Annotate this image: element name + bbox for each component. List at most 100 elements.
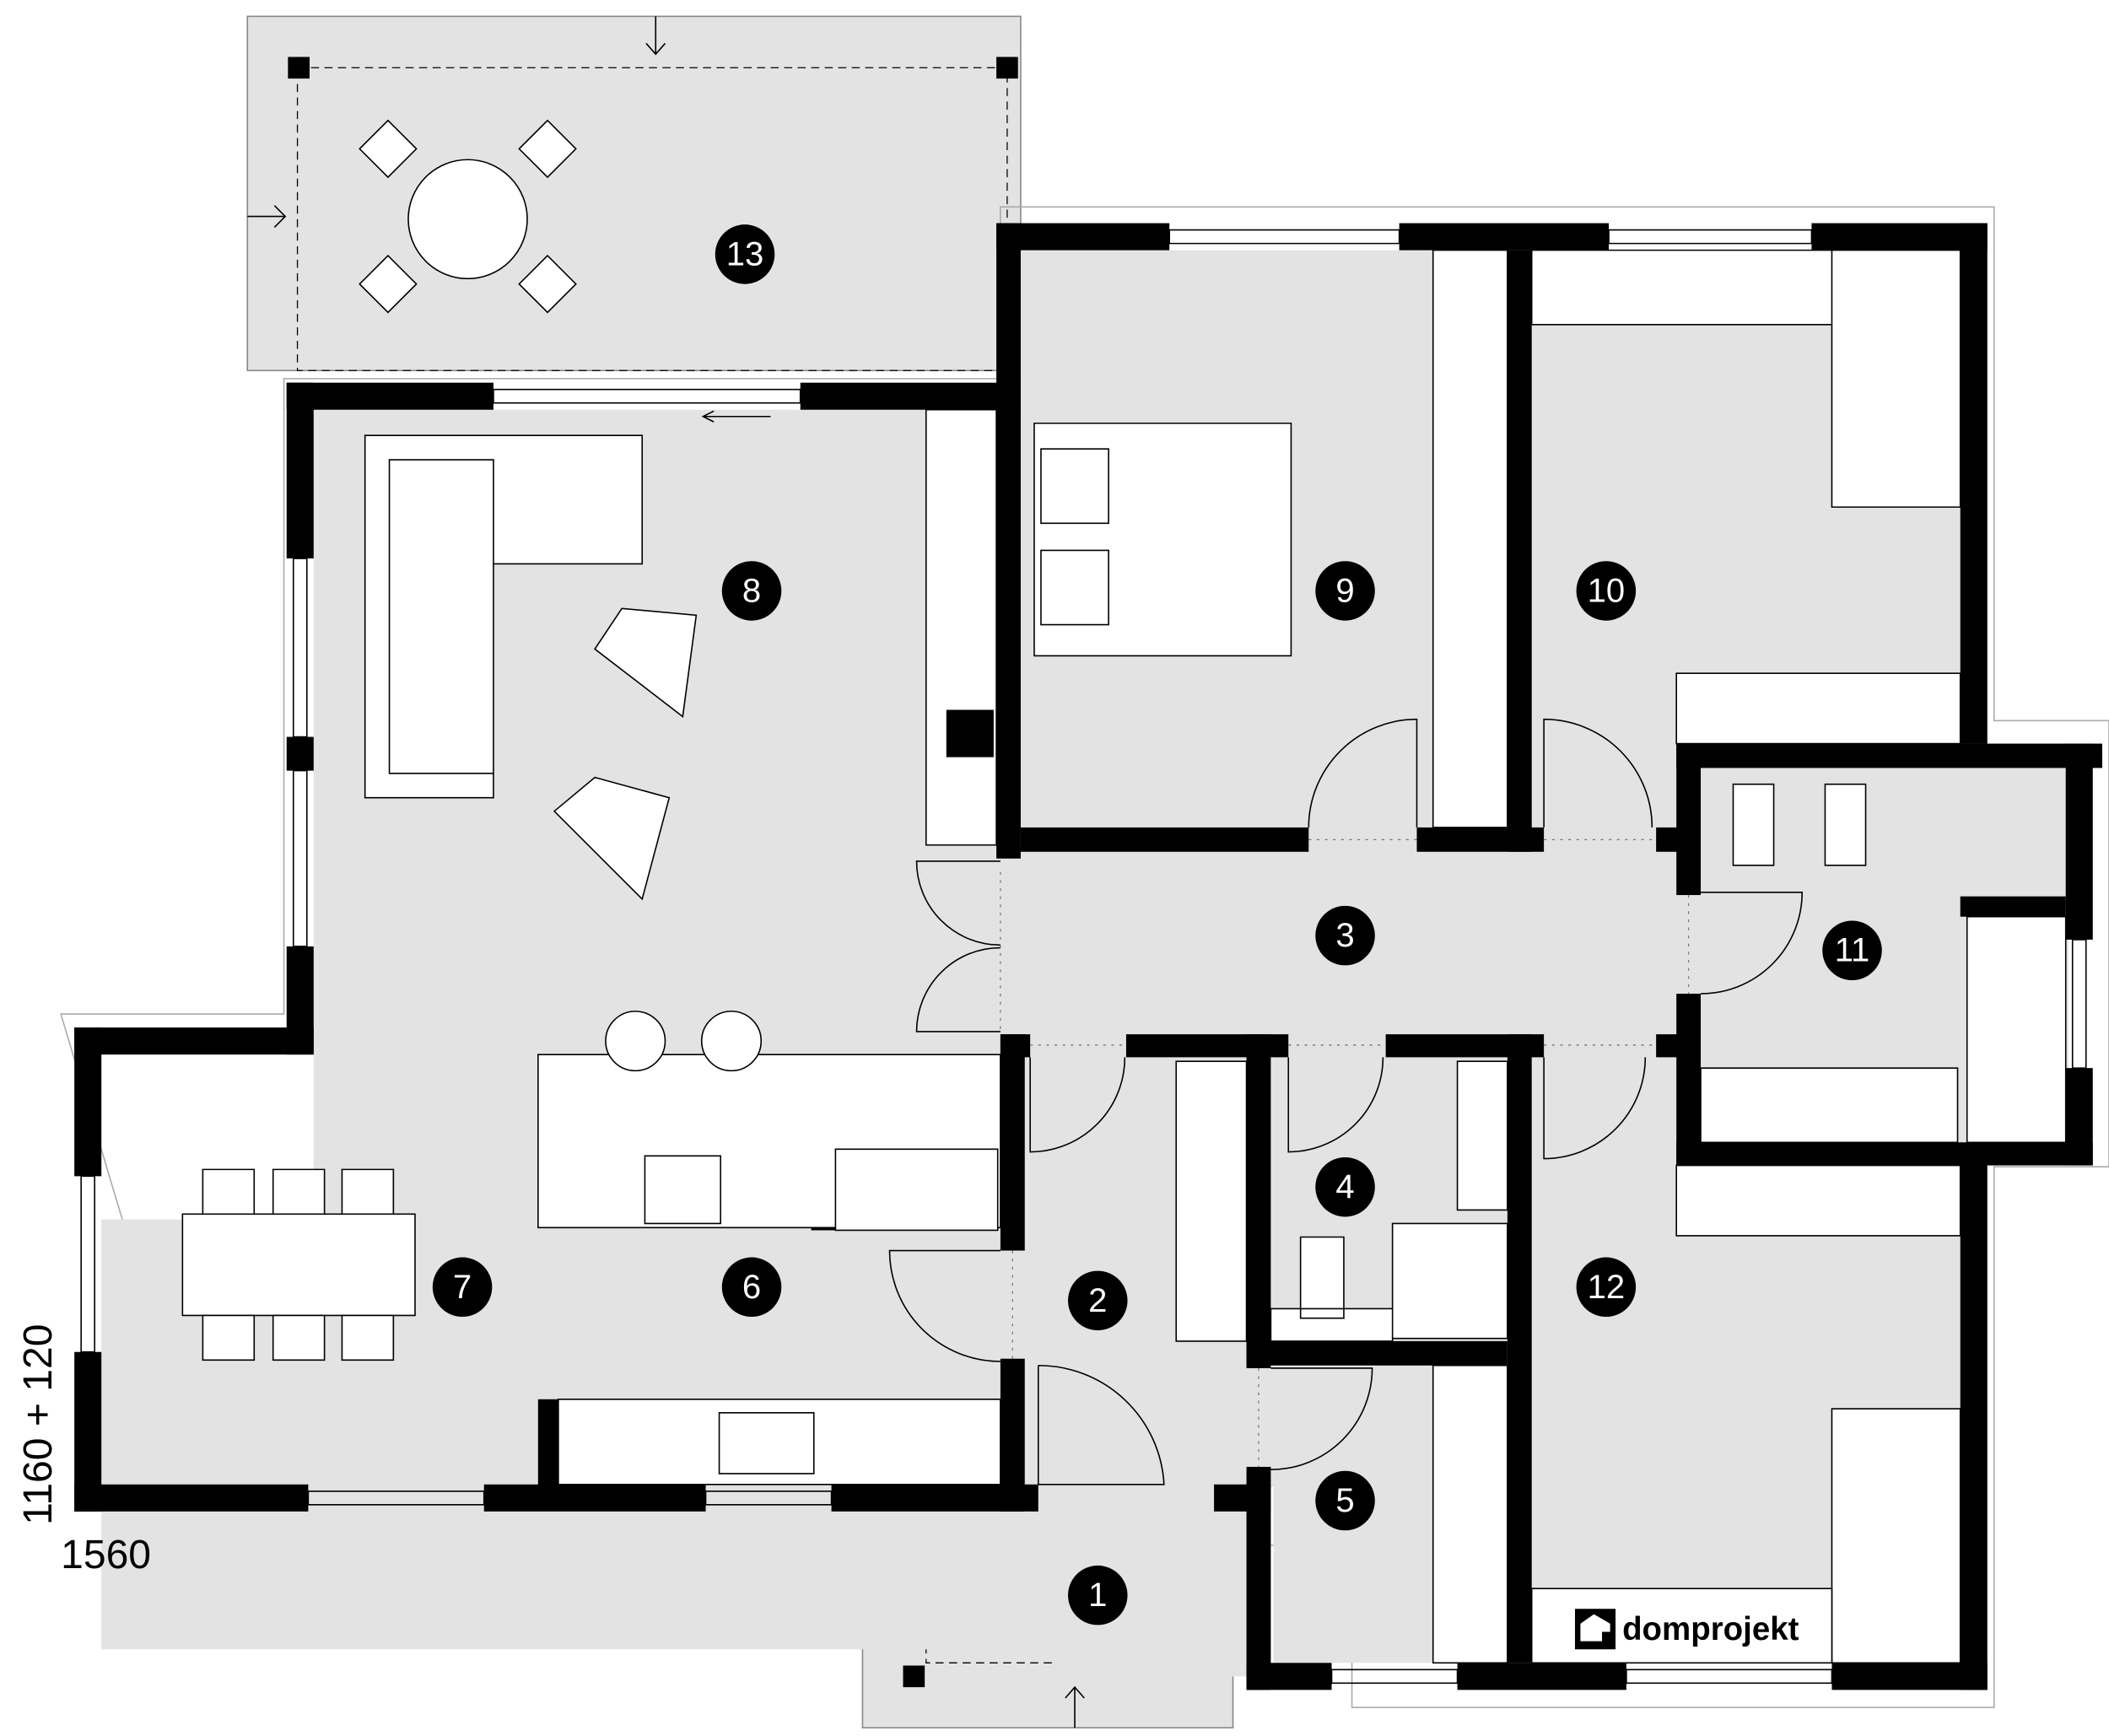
- single-beds: [1831, 249, 1961, 1664]
- room-number: 12: [1588, 1269, 1626, 1306]
- wall-segment: [1507, 1034, 1532, 1663]
- dining-chairs: [202, 1168, 395, 1361]
- wall-segment: [74, 1027, 102, 1177]
- wall-segment: [1507, 250, 1532, 852]
- room-number: 11: [1835, 932, 1870, 969]
- bathroom-fixtures: [1700, 783, 1959, 1144]
- wall-segment: [1246, 1663, 1332, 1690]
- wall-segment: [1416, 827, 1545, 852]
- wall-segment: [1020, 827, 1309, 852]
- room-number: 4: [1335, 1168, 1354, 1205]
- wall-segment: [286, 382, 314, 559]
- wall-segment: [1960, 223, 1988, 744]
- wall-segment: [800, 382, 1021, 410]
- wall-segment: [1457, 1663, 1626, 1690]
- room-number-badge: [1822, 920, 1882, 981]
- wall-segment: [1676, 994, 1702, 1166]
- room-number-badge: [721, 561, 782, 621]
- wall-segment: [1000, 1358, 1025, 1512]
- wall-segment: [1811, 223, 1988, 251]
- room-label-3: 3: [1315, 905, 1375, 966]
- room-label-9: 9: [1315, 561, 1375, 621]
- wall-segment: [1960, 896, 2066, 917]
- bar-stools: [605, 1011, 763, 1072]
- room-number: 1: [1088, 1577, 1107, 1614]
- wall-segment: [286, 736, 314, 771]
- wall-segment: [1246, 1034, 1271, 1368]
- wall-segment: [1399, 223, 1610, 251]
- room-label-7: 7: [432, 1257, 493, 1318]
- wall-segment: [483, 1484, 706, 1512]
- room-number-badge: [1068, 1270, 1128, 1331]
- furniture: [181, 119, 2067, 1664]
- domprojekt-logo: domprojekt: [1574, 1609, 1799, 1650]
- room-label-13: 13: [715, 224, 775, 284]
- wall-segment: [1960, 1142, 1988, 1690]
- wall-segment: [74, 1027, 314, 1055]
- armchairs: [553, 607, 698, 901]
- wall-segment: [1214, 1484, 1271, 1512]
- room-number: 8: [742, 572, 761, 609]
- room-number: 7: [453, 1269, 472, 1306]
- room-number-badge: [1315, 1470, 1375, 1531]
- room-number: 10: [1588, 572, 1626, 609]
- room-number: 6: [742, 1269, 761, 1306]
- room-label-11: 11: [1822, 920, 1882, 981]
- cooktop: [644, 1155, 721, 1225]
- bathtub: [1966, 915, 2067, 1144]
- room-label-1: 1: [1068, 1565, 1128, 1625]
- sofa: [364, 434, 644, 799]
- room-number-badge: [1576, 561, 1637, 621]
- wall-segment: [1676, 743, 1702, 896]
- room-label-4: 4: [1315, 1156, 1375, 1217]
- terrace-table: [407, 159, 528, 280]
- room-label-10: 10: [1576, 561, 1637, 621]
- wall-segment: [1676, 743, 2102, 768]
- room-number-badge: [1315, 1156, 1375, 1217]
- room-label-12: 12: [1576, 1257, 1637, 1318]
- wall-segment: [1656, 1034, 1702, 1058]
- windows: [80, 229, 2087, 1685]
- laundry-counter: [1432, 1364, 1508, 1664]
- room-number-badge: [1315, 561, 1375, 621]
- room-number: 2: [1088, 1282, 1107, 1319]
- room-label-8: 8: [721, 561, 782, 621]
- wall-segment: [2065, 743, 2093, 940]
- wall-segment: [74, 1484, 309, 1512]
- wall-segment: [537, 1399, 558, 1494]
- wall-segment: [996, 223, 1170, 251]
- room-number-badge: [1576, 1257, 1637, 1318]
- wc-fixtures: [1270, 1060, 1508, 1342]
- room-number: 3: [1335, 917, 1354, 954]
- room-number-badge: [721, 1257, 782, 1318]
- double-bed: [1033, 422, 1292, 657]
- svg-text:domprojekt: domprojekt: [1622, 1611, 1799, 1647]
- room-label-5: 5: [1315, 1470, 1375, 1531]
- room-number: 9: [1335, 572, 1354, 609]
- room-number-badge: [715, 224, 775, 284]
- room-number-badge: [432, 1257, 493, 1318]
- room-label-6: 6: [721, 1257, 782, 1318]
- wall-segment: [996, 223, 1021, 859]
- tv-unit: [925, 408, 997, 846]
- wall-segment: [1246, 1340, 1508, 1366]
- terrace-chairs: [359, 119, 577, 314]
- wall-segment: [286, 382, 494, 410]
- room-number: 5: [1335, 1482, 1354, 1519]
- kitchen-counter: [558, 1148, 1001, 1485]
- sink: [718, 1412, 815, 1475]
- wall-segment: [1000, 1034, 1025, 1251]
- room-number-badge: [1068, 1565, 1128, 1625]
- room-number-badge: [1315, 905, 1375, 966]
- fireplace: [946, 709, 994, 757]
- doors: [888, 718, 1804, 1485]
- room-number: 13: [726, 235, 764, 272]
- dining-table: [181, 1213, 416, 1317]
- width-dimension: 1560: [61, 1532, 151, 1577]
- wall-segment: [1676, 1142, 2093, 1166]
- wall-segment: [1831, 1663, 1988, 1690]
- depth-dimension: 1160 + 120: [15, 1324, 61, 1525]
- room-label-2: 2: [1068, 1270, 1128, 1331]
